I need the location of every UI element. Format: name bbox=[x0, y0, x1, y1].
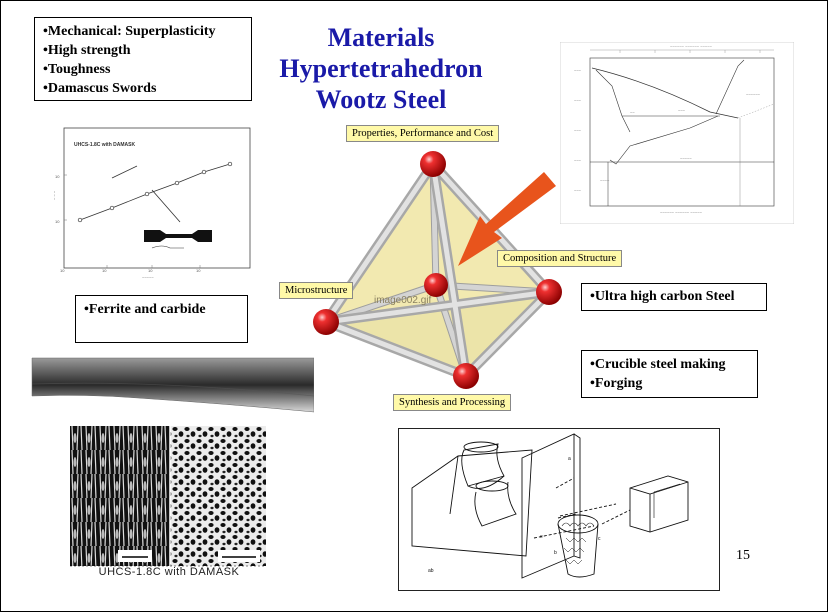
svg-text:~~: ~~ bbox=[630, 110, 635, 115]
vertex-label-left: Microstructure bbox=[279, 282, 354, 299]
title-line: Hypertetrahedron bbox=[279, 54, 483, 83]
process-item: •Forging bbox=[590, 376, 643, 391]
diagram-watermark: image002.gif bbox=[374, 295, 431, 306]
svg-text:10: 10 bbox=[55, 219, 60, 224]
pointer-arrow-icon bbox=[458, 172, 556, 266]
tetrahedron-diagram: image002.gif bbox=[313, 151, 562, 389]
property-item: •High strength bbox=[43, 43, 131, 58]
svg-text:ab: ab bbox=[428, 568, 434, 574]
svg-text:~ ~ ~: ~ ~ ~ bbox=[52, 190, 57, 200]
title-line: Wootz Steel bbox=[315, 85, 447, 114]
micrograph-photo bbox=[31, 357, 314, 567]
svg-text:~~~: ~~~ bbox=[574, 128, 582, 133]
properties-box: •Mechanical: Superplasticity •High stren… bbox=[34, 17, 252, 101]
svg-text:~~~: ~~~ bbox=[574, 188, 582, 193]
steel-box: •Ultra high carbon Steel bbox=[581, 283, 767, 311]
vertex-label-top: Properties, Performance and Cost bbox=[346, 125, 500, 142]
property-item: •Mechanical: Superplasticity bbox=[43, 24, 216, 39]
steel-item: •Ultra high carbon Steel bbox=[590, 289, 735, 304]
property-item: •Damascus Swords bbox=[43, 81, 157, 96]
svg-text:~~~: ~~~ bbox=[678, 108, 686, 113]
process-box: •Crucible steel making •Forging bbox=[581, 350, 758, 398]
svg-text:~~~: ~~~ bbox=[574, 98, 582, 103]
vertex-label-bottom: Synthesis and Processing bbox=[393, 394, 512, 411]
title-line: Materials bbox=[327, 23, 435, 52]
vertex-ball-left bbox=[313, 309, 339, 335]
vertex-ball-bottom bbox=[453, 363, 479, 389]
svg-text:b: b bbox=[554, 550, 557, 556]
svg-text:10: 10 bbox=[148, 268, 153, 273]
svg-text:c: c bbox=[598, 536, 601, 542]
svg-text:10: 10 bbox=[102, 268, 107, 273]
svg-text:~~~~~~ ~~~~~~ ~~~~~: ~~~~~~ ~~~~~~ ~~~~~ bbox=[670, 44, 713, 49]
svg-text:10: 10 bbox=[196, 268, 201, 273]
svg-text:~~~~~~: ~~~~~~ bbox=[746, 92, 761, 97]
crucible-drawing: a e b c ab bbox=[398, 428, 720, 591]
plot-legend: UHCS-1.8C with DAMASK bbox=[74, 142, 136, 148]
svg-text:~~~~~~ ~~~~~~ ~~~~~: ~~~~~~ ~~~~~~ ~~~~~ bbox=[660, 210, 703, 215]
vertex-ball-center bbox=[424, 273, 448, 297]
ferrite-box: •Ferrite and carbide bbox=[75, 295, 248, 343]
vertex-label-right: Composition and Structure bbox=[497, 250, 623, 267]
svg-text:~~~~~: ~~~~~ bbox=[142, 275, 154, 280]
strain-rate-plot: UHCS-1.8C with DAMASK 10 10 10 10 10 10 ~ ~ … bbox=[52, 120, 258, 282]
svg-text:~~~: ~~~ bbox=[574, 68, 582, 73]
svg-text:a: a bbox=[568, 456, 571, 462]
svg-text:e: e bbox=[540, 534, 543, 540]
ferrite-item: •Ferrite and carbide bbox=[84, 302, 206, 317]
svg-text:~~~~: ~~~~ bbox=[600, 178, 610, 183]
slide-title: Materials Hypertetrahedron Wootz Steel bbox=[262, 22, 500, 115]
svg-text:~~~~~: ~~~~~ bbox=[680, 156, 692, 161]
vertex-ball-right bbox=[536, 279, 562, 305]
svg-text:~~~: ~~~ bbox=[574, 158, 582, 163]
page-number: 15 bbox=[736, 548, 750, 563]
svg-text:10: 10 bbox=[60, 268, 65, 273]
phase-diagram: ~~~~~~ ~~~~~~ ~~~~~ ~~~~~~~~~ ~~~~~~ ~~~… bbox=[560, 42, 794, 224]
vertex-ball-top bbox=[420, 151, 446, 177]
micrograph-caption: UHCS-1.8C with DAMASK bbox=[98, 566, 240, 578]
process-item: •Crucible steel making bbox=[590, 357, 726, 372]
svg-text:10: 10 bbox=[55, 174, 60, 179]
property-item: •Toughness bbox=[43, 62, 111, 77]
